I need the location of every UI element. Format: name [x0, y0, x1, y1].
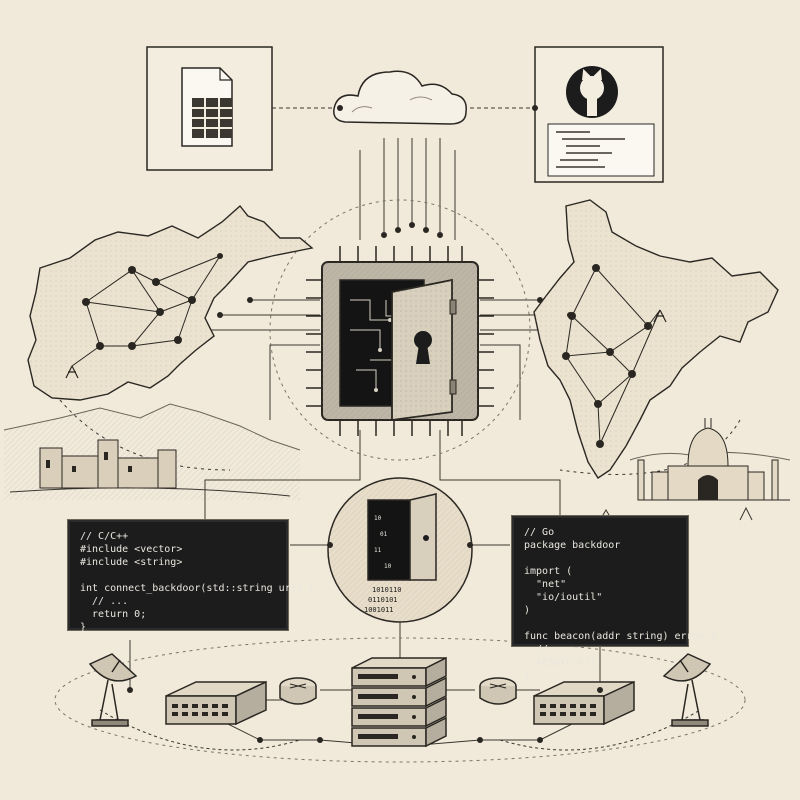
code-line: #include <string>: [80, 557, 183, 568]
svg-text:1001011: 1001011: [364, 606, 394, 614]
fortress-landscape: [3, 403, 301, 500]
network-switch-icon: [533, 680, 635, 726]
code-line: [80, 569, 276, 582]
svg-text:10: 10: [384, 563, 392, 570]
code-line: func beacon(addr string) error {: [524, 631, 717, 642]
taj-mahal-landscape: [599, 418, 791, 521]
satellite-dish-icon: [662, 653, 712, 727]
code-line: return nil: [524, 657, 597, 668]
svg-text:0110101: 0110101: [368, 596, 398, 604]
satellite-dish-icon: [88, 653, 138, 727]
github-card: [534, 46, 664, 183]
code-line: "io/ioutil": [524, 592, 603, 603]
svg-text:11: 11: [374, 547, 382, 554]
code-line: // Go: [524, 527, 555, 538]
cloud-icon: [333, 70, 467, 125]
code-line: package backdoor: [524, 540, 621, 551]
router-icon: [479, 677, 517, 705]
code-line: import (: [524, 566, 573, 577]
code-snippet-lines: [556, 131, 625, 168]
cpp-code-panel: // C/C++ #include <vector> #include <str…: [68, 520, 315, 633]
radio-tower-icon: [653, 309, 667, 323]
svg-text:01: 01: [380, 531, 388, 538]
open-door-binary-icon: 1010110 0110101 1001011 10 01 11 10: [327, 477, 473, 623]
afghanistan-map: [27, 204, 314, 401]
code-line: // ...: [80, 596, 129, 607]
code-line: }: [80, 622, 87, 633]
svg-text:10: 10: [374, 515, 382, 522]
go-code-panel: // Go package backdoor import ( "net" "i…: [512, 516, 717, 681]
radio-tower-icon: [65, 365, 79, 379]
network-switch-icon: [165, 680, 267, 726]
code-line: return 0;: [80, 609, 147, 620]
server-stack-icon: [351, 656, 447, 748]
code-line: }: [524, 670, 531, 681]
india-map: [533, 199, 779, 479]
junction-dots: [127, 105, 603, 743]
code-line: ): [524, 605, 531, 616]
code-line: // ...: [524, 644, 573, 655]
chip-with-vault-door-icon: [306, 246, 494, 436]
code-line: "net": [524, 579, 567, 590]
router-icon: [279, 677, 317, 705]
svg-text:1010110: 1010110: [372, 586, 402, 594]
code-line: // C/C++: [80, 531, 129, 542]
spreadsheet-icon: [181, 67, 233, 147]
code-line: [524, 617, 676, 630]
keyhole-icon: [414, 331, 432, 364]
spreadsheet-card: [146, 46, 273, 171]
code-line: [524, 552, 676, 565]
code-line: #include <vector>: [80, 544, 183, 555]
github-icon: [566, 66, 618, 118]
code-line: int connect_backdoor(std::string url) {: [80, 583, 315, 594]
